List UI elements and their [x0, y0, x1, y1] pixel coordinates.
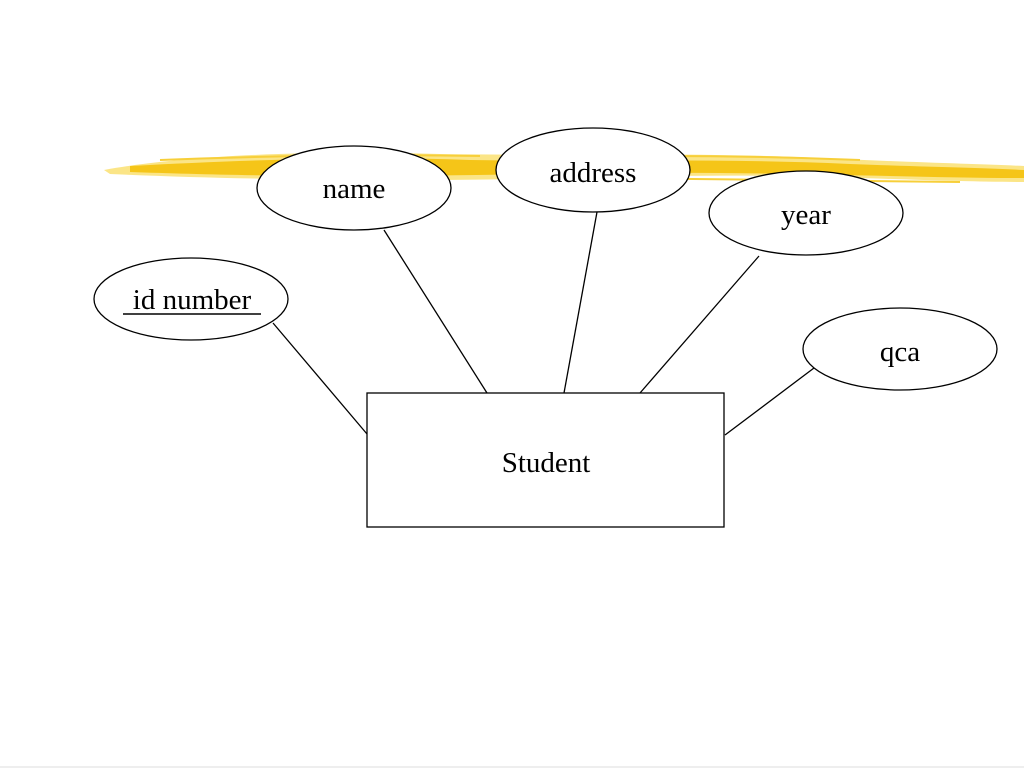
slide-bottom-border [0, 766, 1024, 768]
connector-address [563, 211, 598, 394]
attribute-address[interactable]: address [495, 127, 691, 213]
connector-year [639, 255, 760, 394]
attribute-qca-ellipse [802, 307, 998, 391]
attribute-qca[interactable]: qca [802, 307, 998, 391]
connector-name [383, 229, 488, 394]
attribute-year[interactable]: year [708, 170, 904, 256]
attribute-name[interactable]: name [256, 145, 452, 231]
attribute-year-label: year [781, 199, 831, 231]
attribute-id-number[interactable]: id number [93, 257, 289, 341]
entity-label: Student [502, 447, 591, 479]
attribute-name-ellipse [256, 145, 452, 231]
entity-box [366, 392, 725, 528]
attribute-year-ellipse [708, 170, 904, 256]
attribute-address-label: address [550, 157, 637, 189]
entity-student[interactable]: Student [366, 392, 725, 528]
attribute-qca-label: qca [880, 336, 920, 368]
connector-qca [724, 367, 815, 436]
attribute-id-number-ellipse [93, 257, 289, 341]
attribute-name-label: name [323, 173, 386, 205]
attribute-id-number-label: id number [133, 284, 252, 316]
connector-id-number [272, 322, 368, 435]
attribute-address-ellipse [495, 127, 691, 213]
